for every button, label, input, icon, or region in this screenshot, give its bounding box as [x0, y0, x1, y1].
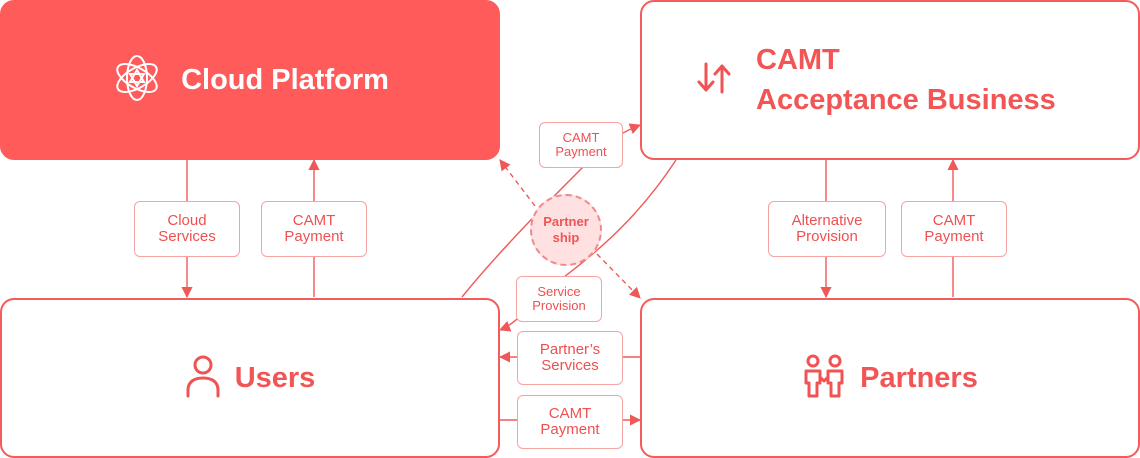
edge-label-service-provision: Service Provision: [516, 276, 602, 322]
edge-label-line: Services: [158, 228, 216, 245]
edge-label-camt-payment-bottom: CAMT Payment: [517, 395, 623, 449]
flower-atom-icon: [111, 52, 163, 109]
edge-label-line: Service: [537, 284, 581, 299]
edge-label-line: Services: [541, 357, 599, 374]
edge-label-alternative-provision: Alternative Provision: [768, 201, 886, 257]
exchange-arrows-icon: [694, 58, 734, 103]
camt-title-line1: CAMT: [756, 44, 840, 76]
edge-label-line: Provision: [532, 298, 586, 313]
edge-label-line: Payment: [284, 228, 344, 245]
edge-label-partners-services: Partner’s Services: [517, 331, 623, 385]
edge-label-line: CAMT: [548, 405, 592, 422]
edge-label-line: Payment: [555, 144, 607, 159]
cloud-platform-node[interactable]: Cloud Platform: [0, 0, 500, 160]
edge-label-line: Provision: [796, 228, 858, 245]
partners-title: Partners: [860, 362, 978, 394]
edge-partnership-to-partners: [596, 253, 641, 299]
edge-label-line: Payment: [924, 228, 984, 245]
edge-label-line: Alternative: [791, 212, 863, 229]
edge-label-cloud-services: Cloud Services: [134, 201, 240, 257]
cloud-platform-title: Cloud Platform: [181, 64, 389, 96]
users-node[interactable]: Users: [0, 298, 500, 458]
edge-label-line: Partner’s: [539, 341, 601, 358]
camt-title-line2: Acceptance Business: [756, 84, 1056, 116]
edge-label-camt-payment-top: CAMT Payment: [539, 122, 623, 168]
partnership-line2: ship: [552, 230, 580, 245]
edge-partnership-to-cloud: [499, 159, 536, 207]
person-icon: [185, 354, 221, 403]
edge-label-line: Cloud: [167, 212, 207, 229]
users-title: Users: [234, 362, 316, 394]
edge-label-line: CAMT: [562, 130, 600, 145]
edge-label-line: Payment: [540, 421, 600, 438]
two-people-icon: [802, 353, 846, 404]
edge-label-camt-payment-partners-camt: CAMT Payment: [901, 201, 1007, 257]
partnership-line1: Partner: [543, 214, 589, 229]
camt-acceptance-node[interactable]: CAMT Acceptance Business: [640, 0, 1140, 160]
edge-label-camt-payment-users-cloud: CAMT Payment: [261, 201, 367, 257]
edge-label-line: CAMT: [292, 212, 336, 229]
edge-label-line: CAMT: [932, 212, 976, 229]
partners-node[interactable]: Partners: [640, 298, 1140, 458]
partnership-bubble: Partner ship: [530, 194, 602, 266]
